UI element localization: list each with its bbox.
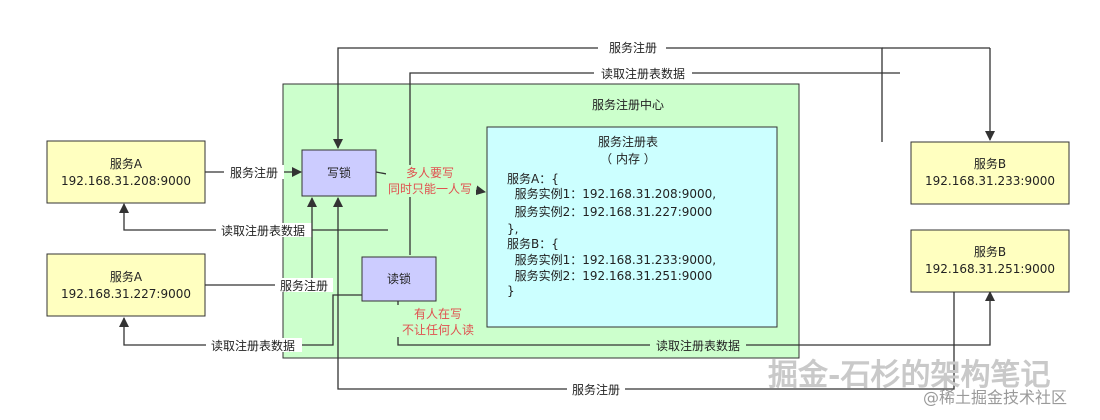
edge-label-a2-read: 读取注册表数据 <box>211 338 295 353</box>
read-lock-label: 读锁 <box>387 271 411 286</box>
edge-label-b2-read: 读取注册表数据 <box>656 338 740 353</box>
registry-table-subtitle: （ 内存 ） <box>600 152 656 166</box>
service-a2-name: 服务A <box>110 269 143 284</box>
service-b1-box <box>910 141 1070 205</box>
registry-line: 服务实例1：192.168.31.233:9000, <box>507 252 716 267</box>
read-lock-note-2: 不让任何人读 <box>402 323 474 337</box>
service-b2-box <box>910 229 1070 293</box>
service-a1-box <box>46 140 206 204</box>
service-b1-name: 服务B <box>974 156 1006 171</box>
edge-label-bottom-register: 服务注册 <box>572 382 620 397</box>
registry-table-lines: 服务A：{ 服务实例1：192.168.31.208:9000, 服务实例2：1… <box>507 171 716 298</box>
registry-line: 服务B：{ <box>507 236 559 251</box>
watermark-main: 掘金-石杉的架构笔记 <box>768 358 1050 393</box>
edge-label-a1-read: 读取注册表数据 <box>221 223 305 238</box>
edge-bottom-register <box>333 197 955 390</box>
service-a1-addr: 192.168.31.208:9000 <box>61 174 191 188</box>
read-lock-box <box>361 256 437 302</box>
write-lock-note-2: 同时只能一人写 <box>388 182 472 196</box>
registry-line: 服务实例2：192.168.31.251:9000 <box>507 268 712 283</box>
watermark-sub: @稀土掘金技术社区 <box>923 388 1067 407</box>
registry-table-title: 服务注册表 <box>598 134 658 149</box>
write-lock-label: 写锁 <box>327 165 351 180</box>
write-lock-note-1: 多人要写 <box>406 166 454 180</box>
edge-label-a1-register: 服务注册 <box>230 165 278 180</box>
edge-label-top-register: 服务注册 <box>609 40 657 55</box>
service-a1-name: 服务A <box>110 156 143 171</box>
registry-line: 服务实例1：192.168.31.208:9000, <box>507 186 716 201</box>
registry-line: }, <box>507 222 518 236</box>
service-b2-addr: 192.168.31.251:9000 <box>925 262 1055 276</box>
edge-label-a2-register: 服务注册 <box>280 278 328 293</box>
service-a2-box <box>46 253 206 317</box>
service-b1-addr: 192.168.31.233:9000 <box>925 174 1055 188</box>
registry-line: } <box>507 284 515 298</box>
registry-line: 服务实例2：192.168.31.227:9000 <box>507 204 712 219</box>
service-b2-name: 服务B <box>974 244 1006 259</box>
registry-center-title: 服务注册中心 <box>592 97 664 112</box>
read-lock-note-1: 有人在写 <box>414 307 462 321</box>
registry-table-box <box>486 126 778 328</box>
service-a2-addr: 192.168.31.227:9000 <box>61 287 191 301</box>
write-lock-box <box>301 149 377 197</box>
edge-label-top-read: 读取注册表数据 <box>601 66 685 81</box>
edge-a2-read <box>119 294 362 346</box>
registry-line: 服务A：{ <box>507 171 559 186</box>
